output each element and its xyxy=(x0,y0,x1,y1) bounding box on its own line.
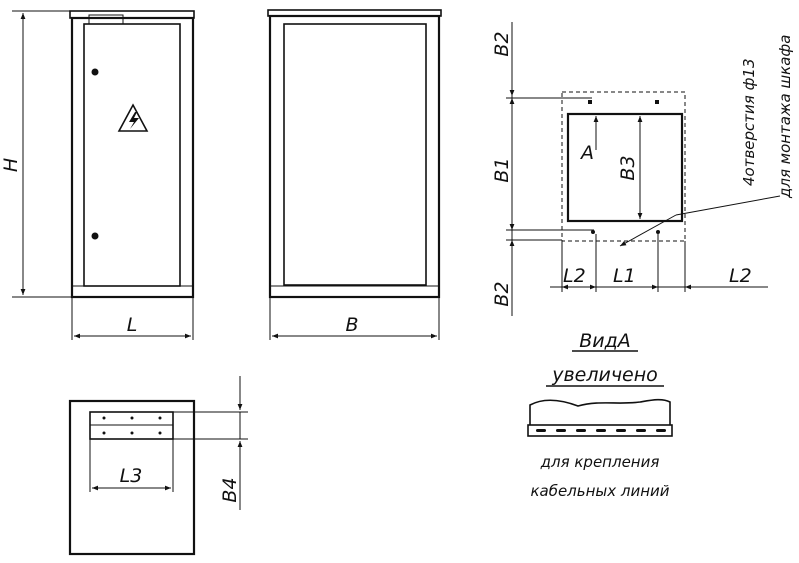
b4-label: B4 xyxy=(219,477,241,502)
side-inner-panel xyxy=(283,23,427,286)
holes-leader-arrow xyxy=(619,214,677,247)
height-label: H xyxy=(0,158,22,172)
view-a-title: ВидА xyxy=(579,330,631,352)
cabinet-body-outline xyxy=(70,16,195,299)
holes-note-line2: для монтажа шкафа xyxy=(776,35,794,199)
plate-hole xyxy=(158,431,162,435)
mount-hole-top-left xyxy=(588,100,592,104)
door-lock-bottom-icon xyxy=(91,232,99,240)
view-a-subtitle: увеличено xyxy=(551,364,658,386)
l3-label: L3 xyxy=(120,465,143,487)
door-lock-top-icon xyxy=(91,68,99,76)
mount-hole-bottom-left xyxy=(591,230,595,234)
door-panel xyxy=(83,23,181,287)
plate-hole xyxy=(102,416,106,420)
view-a-caption-line1: для крепления xyxy=(540,453,660,471)
front-view: H L xyxy=(0,10,195,340)
mount-hole-top-right xyxy=(655,100,659,104)
plate-hole xyxy=(102,431,106,435)
view-a: ВидА увеличено для крепления кабельных л… xyxy=(527,330,673,500)
plate-hole xyxy=(130,416,134,420)
a-label: A xyxy=(579,142,594,164)
b1-label: B1 xyxy=(491,157,513,182)
bottom-view: L3 B4 xyxy=(68,376,248,556)
side-view: B xyxy=(267,9,442,340)
cable-rail-detail xyxy=(527,398,673,437)
width-label: L xyxy=(127,314,138,336)
high-voltage-warning-icon xyxy=(117,103,149,132)
b2-top-label: B2 xyxy=(491,31,513,56)
l1-label: L1 xyxy=(613,265,636,287)
holes-note-line1: 4отверстия ф13 xyxy=(740,59,758,187)
plate-hole xyxy=(158,416,162,420)
plate-hole xyxy=(130,431,134,435)
b2-bottom-label: B2 xyxy=(491,281,513,306)
depth-label: B xyxy=(345,314,358,336)
nameplate xyxy=(88,14,124,25)
side-body-outline xyxy=(268,14,441,299)
b3-label: B3 xyxy=(617,155,639,180)
plan-outline-dashed xyxy=(561,91,686,242)
mount-hole-bottom-right xyxy=(656,230,660,234)
holes-leader-shelf xyxy=(675,195,781,216)
plan-view: B2 B1 B2 A B3 L2 L1 L2 4отверстия ф13 дл… xyxy=(491,22,794,316)
l2-right-label: L2 xyxy=(729,265,752,287)
l2-left-label: L2 xyxy=(563,265,586,287)
plan-cable-opening xyxy=(566,112,684,223)
bottom-outline xyxy=(68,399,196,556)
view-a-caption-line2: кабельных линий xyxy=(530,482,669,500)
